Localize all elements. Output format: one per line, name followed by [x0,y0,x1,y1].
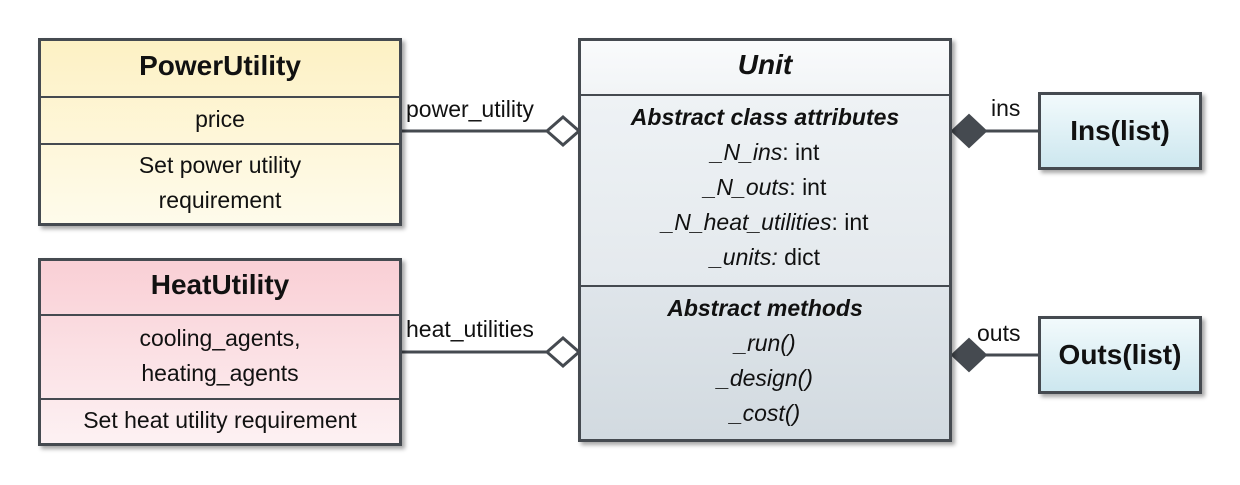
heat-utility-title: HeatUtility [150,269,290,300]
heat-utility-attribute-line2: heating_agents [141,360,299,386]
unit-attribute-n-ins: _N_ins: int [710,139,820,165]
power-utility-method-line2: requirement [158,187,282,213]
ins-diamond [950,113,988,149]
ins-label: ins [991,95,1021,121]
power-utility-diamond [544,115,582,147]
heat-utilities-diamond [544,336,582,368]
power-utility-method: Set power utility requirement [41,143,399,218]
unit-methods-header: Abstract methods [667,295,863,321]
unit-attributes-header: Abstract class attributes [630,104,900,130]
unit-method-cost: _cost() [729,400,801,426]
heat-utilities-label: heat_utilities [406,316,534,342]
outs-list-class: Outs(list) [1038,316,1202,394]
power-utility-class: PowerUtility price Set power utility req… [38,38,402,226]
power-utility-title: PowerUtility [139,50,301,81]
unit-attribute-units: _units: dict [710,244,820,270]
unit-method-design: _design() [717,365,813,391]
unit-title: Unit [581,41,949,94]
unit-method-run: _run() [734,330,796,356]
unit-attribute-n-outs: _N_outs: int [703,174,827,200]
power-utility-attribute: price [41,96,399,143]
unit-attributes: Abstract class attributes _N_ins: int _N… [581,94,949,285]
heat-utility-attributes: cooling_agents, heating_agents [41,314,399,398]
outs-label: outs [977,320,1021,346]
heat-utility-method: Set heat utility requirement [41,398,399,440]
unit-methods: Abstract methods _run() _design() _cost(… [581,285,949,439]
ins-list-class: Ins(list) [1038,92,1202,170]
power-utility-label: power_utility [406,96,534,122]
heat-utility-class: HeatUtility cooling_agents, heating_agen… [38,258,402,446]
outs-diamond [950,337,988,373]
unit-class: Unit Abstract class attributes _N_ins: i… [578,38,952,442]
unit-title-text: Unit [737,49,793,80]
unit-attribute-n-heat-utilities: _N_heat_utilities: int [661,209,869,235]
power-utility-method-line1: Set power utility [138,152,302,178]
heat-utility-attribute-line1: cooling_agents, [139,325,301,351]
